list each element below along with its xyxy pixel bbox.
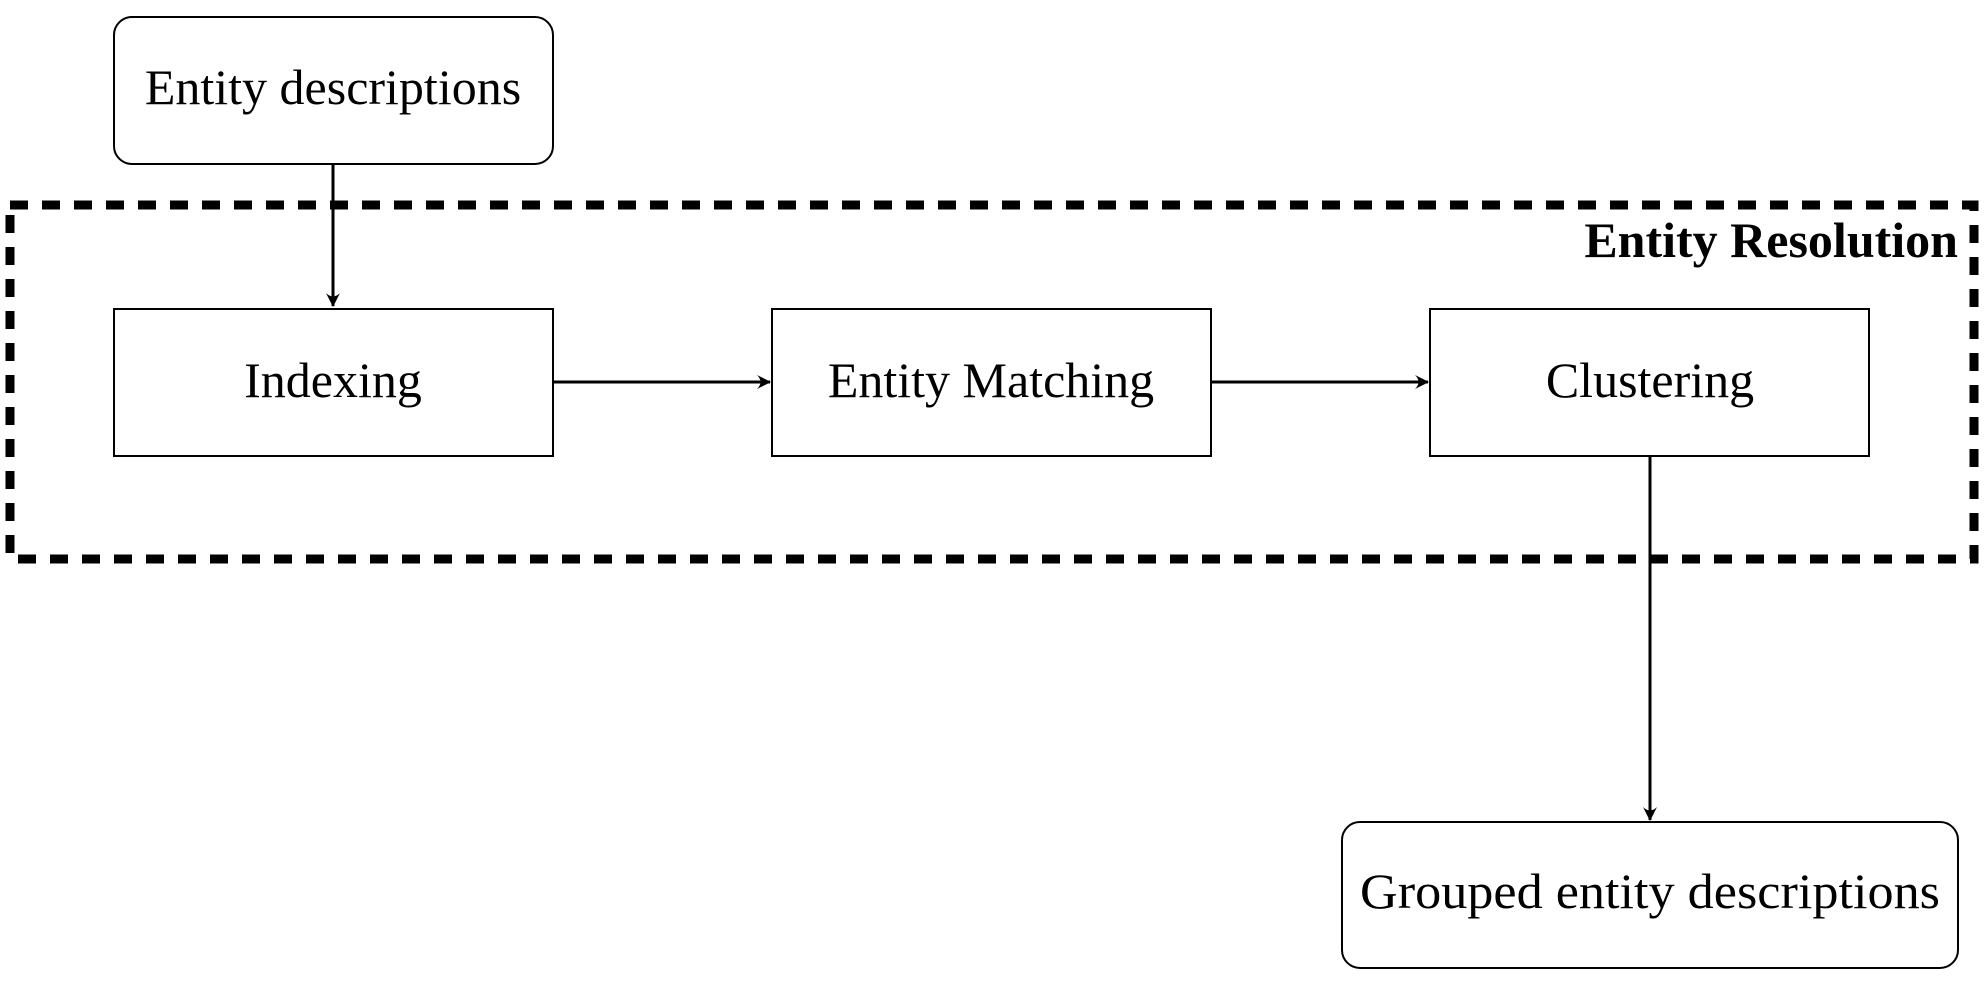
node-grouped-entity-descriptions: Grouped entity descriptions	[1341, 821, 1959, 969]
node-clustering: Clustering	[1429, 308, 1870, 457]
entity-resolution-frame	[5, 200, 1979, 564]
node-indexing-box	[113, 308, 554, 457]
node-grouped-entity-descriptions-label: Grouped entity descriptions	[1360, 863, 1940, 919]
node-entity-matching-label: Entity Matching	[828, 352, 1154, 408]
node-indexing-label: Indexing	[244, 352, 422, 408]
node-indexing: Indexing	[113, 308, 554, 457]
entity-resolution-group: Entity Resolution	[5, 200, 1979, 564]
node-entity-matching-box	[771, 308, 1212, 457]
node-entity-descriptions: Entity descriptions	[113, 16, 554, 165]
entity-resolution-title: Entity Resolution	[1584, 212, 1958, 268]
node-entity-descriptions-label: Entity descriptions	[145, 59, 521, 115]
node-clustering-box	[1429, 308, 1870, 457]
node-entity-descriptions-box	[113, 16, 554, 165]
node-grouped-entity-descriptions-box	[1341, 821, 1959, 969]
node-entity-matching: Entity Matching	[771, 308, 1212, 457]
node-clustering-label: Clustering	[1546, 352, 1754, 408]
